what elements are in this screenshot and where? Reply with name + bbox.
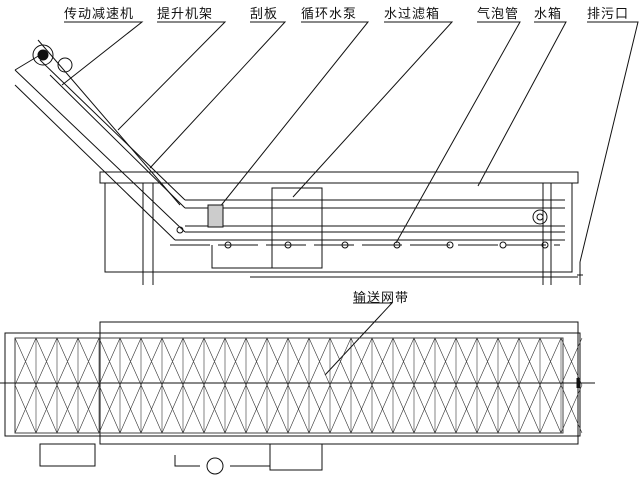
mesh-pattern: [14, 337, 583, 434]
label-scraper: 刮板: [250, 7, 279, 22]
tank-rim: [99, 171, 579, 184]
belt-frame: [4, 332, 581, 437]
belt-lines: [175, 199, 565, 241]
label-filter-box: 水过滤箱: [384, 7, 441, 22]
drain-outlet: [577, 262, 583, 285]
side-view: [14, 39, 583, 285]
mesh-belt: [14, 337, 564, 434]
lift-frame: [14, 39, 181, 206]
top-view: [0, 321, 595, 475]
tank-legs: [142, 183, 552, 285]
pump-shape: [207, 204, 224, 228]
filter-box-top: [269, 443, 323, 471]
motor-shape: [39, 443, 96, 467]
label-leaders: [61, 21, 639, 376]
filter-box-shape: [271, 187, 323, 269]
label-pump: 循环水泵: [301, 7, 358, 22]
water-tank: [104, 183, 573, 273]
reducer-motor: [57, 57, 73, 73]
reducer-wheel: [32, 44, 54, 66]
incline-frame: [14, 59, 186, 241]
label-water-tank: 水箱: [534, 7, 563, 22]
label-lift-frame: 提升机架: [157, 7, 214, 22]
label-reducer: 传动减速机: [64, 7, 135, 22]
tail-pulley: [532, 209, 548, 225]
lower-pulley: [176, 226, 184, 234]
pump-circle: [206, 457, 224, 475]
label-bubble-pipe: 气泡管: [477, 7, 520, 22]
label-drain: 排污口: [587, 7, 630, 22]
pump-pipe: [211, 245, 272, 269]
label-mesh-belt: 输送网带: [353, 291, 410, 306]
